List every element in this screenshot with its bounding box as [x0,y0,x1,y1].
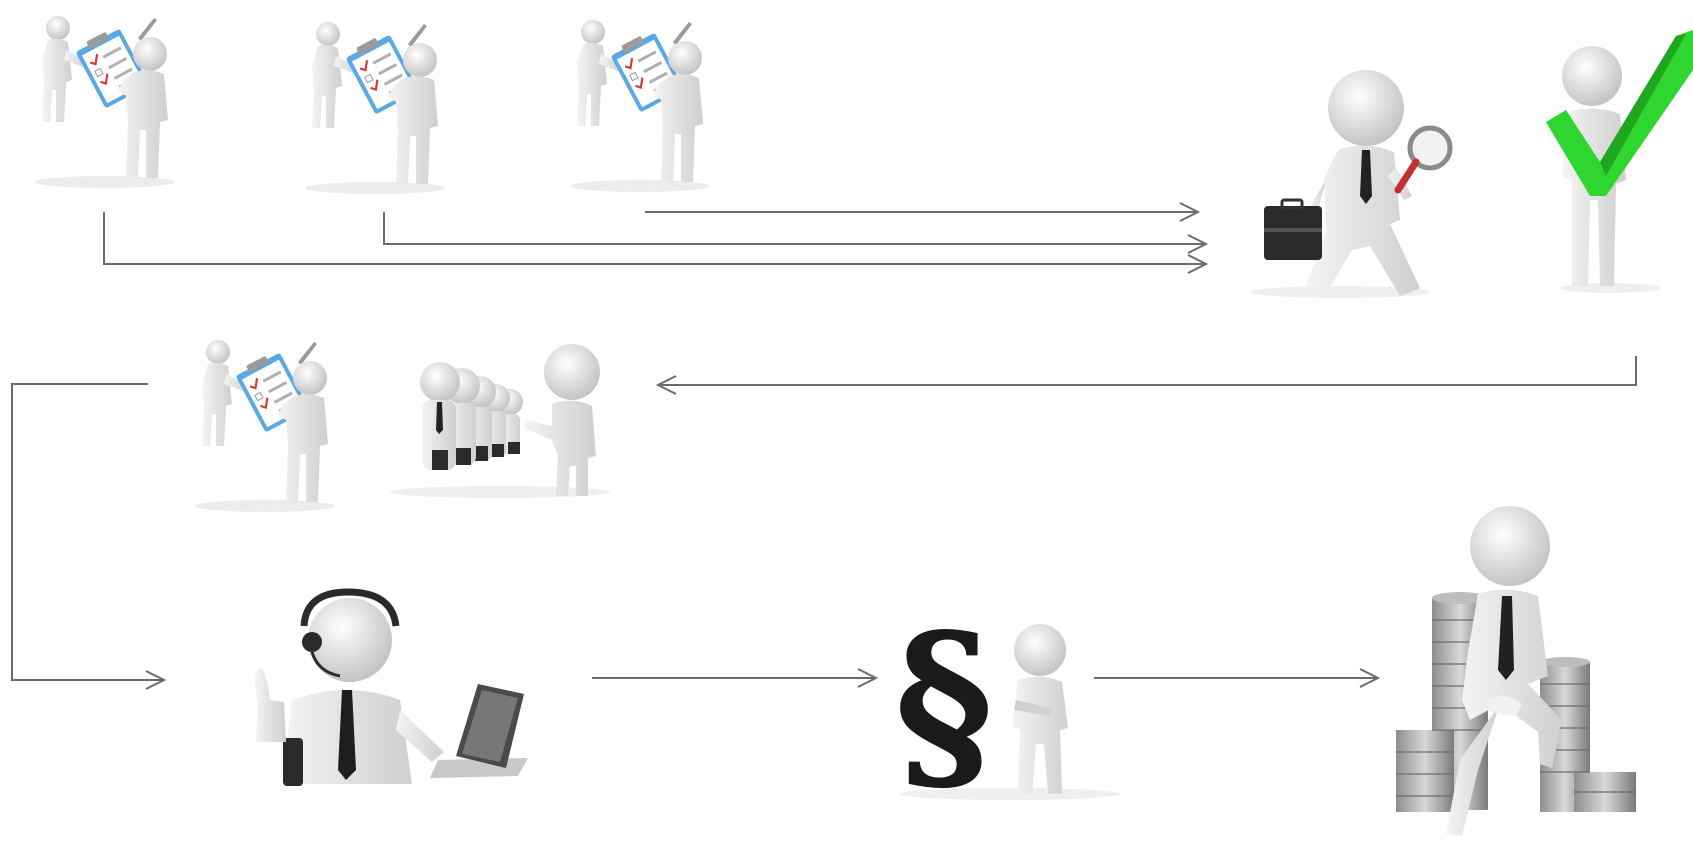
inspection-icon-4 [193,338,337,514]
paragraph-sign-icon: § [894,592,993,815]
approval-checkmark-icon [1546,30,1693,293]
arrow-inspection-1-to-investigator [103,212,1209,274]
support-agent-icon [254,588,528,786]
inspection-icon-1 [33,14,177,190]
arrow-inspection-3-to-investigator [645,202,1201,222]
arrow-inspection-2-to-investigator [383,212,1209,254]
arrow-approval-to-queue [655,356,1637,395]
payout-coins-icon [1396,506,1636,836]
inspection-icon-3 [568,18,712,194]
arrow-inspection-4-to-support [11,383,167,690]
queue-icon [390,344,610,498]
connectors [11,202,1637,690]
arrow-legal-to-payout [1094,668,1381,688]
arrow-support-to-legal [592,668,879,688]
legal-paragraph-icon: § [894,592,1120,815]
inspection-icon-2 [303,20,447,196]
investigator-icon [1250,70,1453,298]
